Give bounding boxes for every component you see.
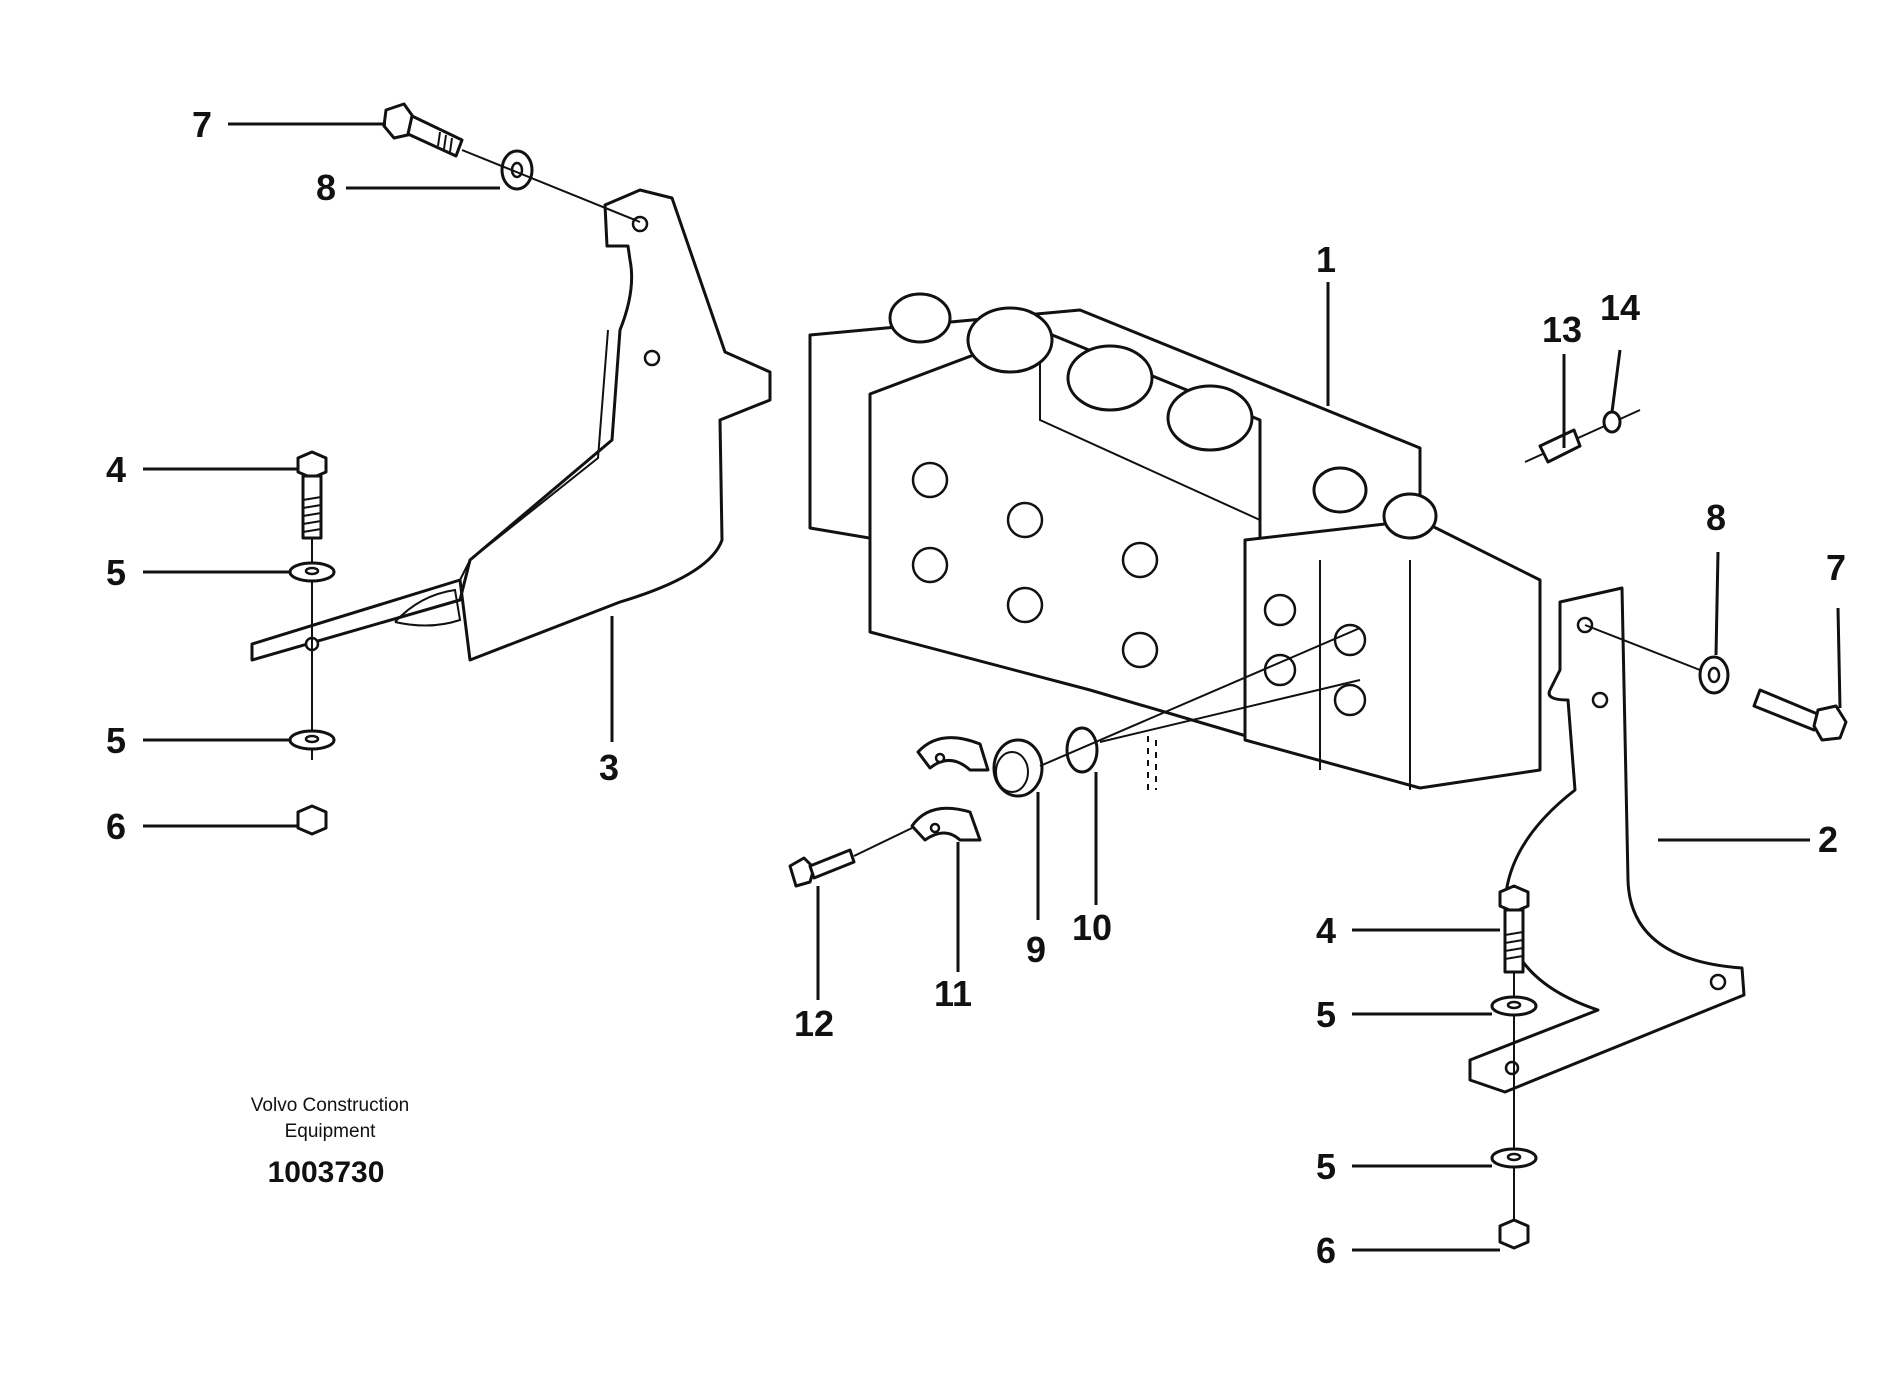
- callout-8-right: 8: [1706, 497, 1726, 538]
- flange-half-upper: [916, 736, 990, 772]
- callout-14: 14: [1600, 287, 1640, 328]
- callout-5-right-lower: 5: [1316, 1146, 1336, 1187]
- callout-6-right: 6: [1316, 1230, 1336, 1271]
- callout-7-left: 7: [192, 104, 212, 145]
- fitting-13: [1524, 409, 1641, 464]
- washer-8-left: [500, 149, 534, 191]
- callout-11: 11: [934, 973, 972, 1014]
- left-bracket: [250, 188, 772, 662]
- credit-line-2: Equipment: [285, 1121, 377, 1142]
- left-hardware-stack: [288, 450, 336, 836]
- callout-12: 12: [794, 1003, 834, 1044]
- callout-6-left: 6: [106, 806, 126, 847]
- bolt-7-right: [1752, 688, 1848, 742]
- credit-line-1: Volvo Construction: [251, 1095, 409, 1116]
- callout-5-left-lower: 5: [106, 720, 126, 761]
- callout-4-left: 4: [106, 449, 126, 490]
- callout-8-left: 8: [316, 167, 336, 208]
- oring-10: [1065, 726, 1099, 774]
- callout-7-right: 7: [1826, 547, 1846, 588]
- screw-12: [788, 848, 856, 888]
- callout-1: 1: [1316, 239, 1336, 280]
- leader-lines: [143, 122, 1842, 1252]
- bolt-7-left: [382, 102, 464, 158]
- right-hardware-stack: [1490, 884, 1538, 1250]
- callout-3: 3: [599, 747, 619, 788]
- flange-half-11: [910, 806, 982, 842]
- callout-9: 9: [1026, 929, 1046, 970]
- plug-9: [992, 738, 1044, 798]
- callout-5-right-upper: 5: [1316, 994, 1336, 1035]
- callout-13: 13: [1542, 309, 1582, 350]
- drawing-number: 1003730: [268, 1156, 385, 1189]
- valve-block: [808, 292, 1542, 790]
- oring-14: [1602, 410, 1622, 434]
- washer-8-right: [1698, 655, 1730, 695]
- callout-2: 2: [1818, 819, 1838, 860]
- callout-5-left-upper: 5: [106, 552, 126, 593]
- callout-10: 10: [1072, 907, 1112, 948]
- callout-4-right: 4: [1316, 910, 1336, 951]
